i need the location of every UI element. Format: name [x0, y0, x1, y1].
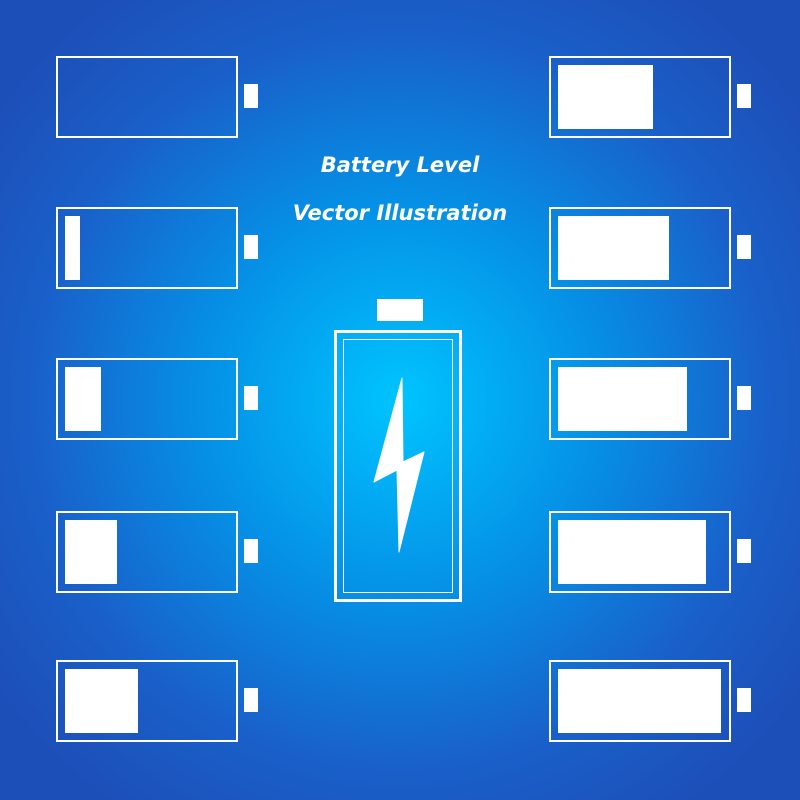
battery-left-4-icon — [56, 511, 258, 593]
charging-battery-inner-outline — [343, 339, 453, 593]
battery-left-3-icon — [56, 358, 258, 440]
battery-right-3-icon — [549, 358, 751, 440]
battery-terminal — [737, 84, 751, 108]
charging-battery-icon — [334, 330, 462, 602]
battery-level-fill — [558, 216, 669, 280]
battery-terminal — [737, 688, 751, 712]
battery-left-1-icon — [56, 56, 258, 138]
battery-level-fill — [558, 367, 687, 431]
battery-right-2-icon — [549, 207, 751, 289]
battery-left-2-icon — [56, 207, 258, 289]
battery-level-fill — [65, 216, 80, 280]
battery-left-5-icon — [56, 660, 258, 742]
battery-terminal — [737, 235, 751, 259]
battery-right-4-icon — [549, 511, 751, 593]
battery-level-fill — [558, 669, 721, 733]
battery-terminal — [244, 539, 258, 563]
battery-right-5-icon — [549, 660, 751, 742]
battery-level-fill — [65, 367, 101, 431]
title-line-1: Battery Level — [320, 153, 480, 177]
battery-right-1-icon — [549, 56, 751, 138]
lightning-bolt-icon — [373, 377, 425, 553]
battery-level-fill — [558, 65, 653, 129]
charging-battery-terminal — [377, 299, 423, 321]
battery-terminal — [244, 386, 258, 410]
battery-level-fill — [558, 520, 706, 584]
battery-terminal — [244, 688, 258, 712]
battery-terminal — [737, 539, 751, 563]
battery-level-fill — [65, 520, 117, 584]
battery-terminal — [244, 235, 258, 259]
battery-terminal — [737, 386, 751, 410]
battery-level-fill — [65, 669, 138, 733]
title-line-2: Vector Illustration — [292, 201, 508, 225]
battery-terminal — [244, 84, 258, 108]
